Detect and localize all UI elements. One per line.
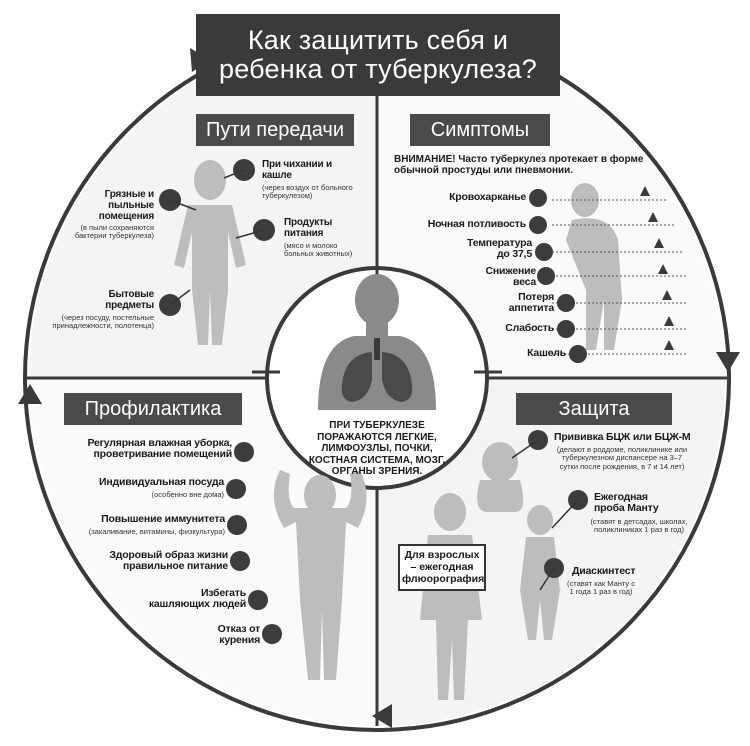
arrow-bottom [372, 704, 392, 728]
symptom-appetite-loss: Потеря аппетита [508, 291, 554, 315]
symptom-weakness: Слабость [505, 322, 554, 334]
prevention-cleaning: Регулярная влажная уборка, проветривание… [87, 437, 232, 461]
symptom-cough: Кашель [527, 347, 566, 359]
dirty-rooms-note: (в пыли сохраняются бактерии туберкулеза… [74, 223, 154, 241]
household-label: Бытовые предметы [105, 289, 154, 311]
food-label: Продукты питания [284, 217, 333, 239]
mop-icon [234, 442, 254, 462]
prevention-immunity: Повышение иммунитета [101, 513, 225, 525]
prevention-dishes-note: (особенно вне дома) [151, 490, 224, 499]
protection-heading: Защита [516, 393, 672, 425]
protection-diaskin: Диаскинтест [572, 565, 636, 577]
leader-lines [169, 169, 579, 591]
protection-bcg: Прививка БЦЖ или БЦЖ-М [554, 431, 691, 443]
symptom-weight-loss: Снижение веса [485, 265, 536, 289]
prevention-icons [226, 442, 282, 644]
symptoms-heading: Симптомы [410, 114, 550, 146]
page-title: Как защитить себя и ребенка от туберкуле… [196, 14, 560, 96]
transmission-heading: Пути передачи [196, 114, 354, 146]
cup-icon [226, 479, 246, 499]
symptom-guides [552, 199, 688, 355]
mask-icon [248, 590, 268, 610]
protection-mantoux-note: (ставят в детсадах, школах, поликлиниках… [590, 517, 688, 535]
immunity-icon [227, 515, 247, 535]
transmission-body-figure [174, 160, 246, 345]
scales-icon [537, 267, 555, 285]
sneeze-note: (через воздух от больного туберкулезом) [262, 183, 353, 201]
food-note: (мясо и молоко больных животных) [284, 241, 353, 259]
dirty-rooms-label: Грязные и пыльные помещения [98, 189, 154, 222]
quadrant-prevention-bg [29, 378, 377, 726]
thermometer-icon [535, 243, 553, 261]
no-appetite-icon [557, 294, 575, 312]
center-affected-organs-text: ПРИ ТУБЕРКУЛЕЗЕ ПОРАЖАЮТСЯ ЛЕГКИЕ, ЛИМФО… [308, 420, 446, 477]
adults-fluorography-box: Для взрослых – ежегодная флюорография [398, 544, 486, 592]
arrow-right-top [716, 352, 740, 372]
apple-icon [230, 551, 250, 571]
symptom-up-arrows [640, 186, 674, 350]
cough-icon [569, 345, 587, 363]
household-note: (через посуду, постельные принадлежности… [52, 313, 154, 331]
prevention-immunity-note: (закаливание, витамины, физкультура) [88, 527, 225, 536]
prevention-strongman-figure [273, 470, 367, 680]
sneeze-label: При чихании и кашле [262, 159, 332, 181]
blood-drop-icon [529, 189, 547, 207]
symptom-temperature: Температура до 37,5 [467, 237, 532, 261]
prevention-avoid-coughing: Избегать кашляющих людей [148, 587, 246, 611]
prevention-dishes: Индивидуальная посуда [99, 476, 224, 488]
arrow-left-bottom [18, 384, 42, 404]
protection-mantoux: Ежегодная проба Манту [594, 491, 659, 515]
prevention-no-smoking: Отказ от курения [217, 623, 261, 647]
sweat-icon [529, 216, 547, 234]
protection-diaskin-note: (ставят как Манту с 1 года 1 раз в год) [567, 579, 635, 597]
symptom-icons [529, 189, 587, 363]
weakness-icon [557, 320, 575, 338]
symptom-night-sweats: Ночная потливость [427, 218, 527, 230]
protection-baby-figure [477, 442, 524, 512]
no-smoking-icon [262, 624, 282, 644]
prevention-heading: Профилактика [64, 393, 242, 425]
symptoms-warning: ВНИМАНИЕ! Часто туберкулез протекает в ф… [394, 154, 644, 177]
protection-bcg-note: (делают в роддоме, поликлинике или тубер… [556, 445, 688, 471]
prevention-lifestyle: Здоровый образ жизни правильное питание [109, 549, 228, 573]
lungs-icon [341, 338, 413, 402]
symptom-hemoptysis: Кровохарканье [449, 191, 526, 203]
